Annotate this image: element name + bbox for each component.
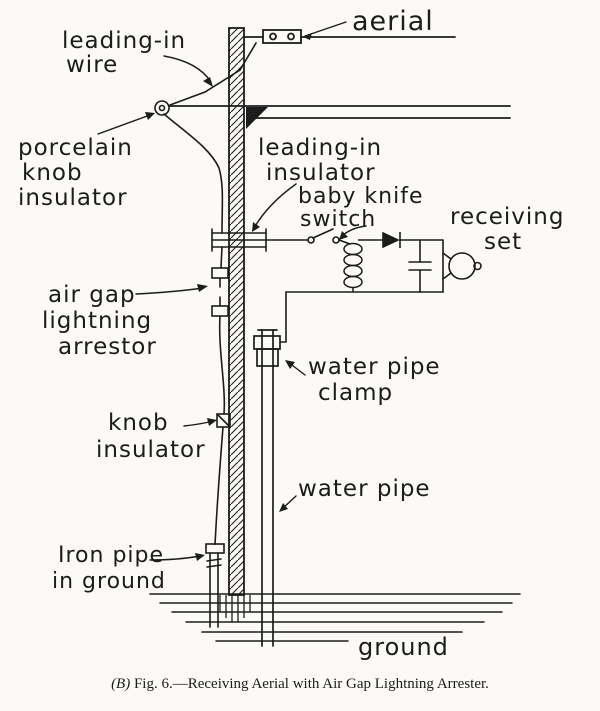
label-leading-in-insulator-2: insulator [266,160,376,186]
ground-return-wire [280,291,444,343]
aerial-wire [243,29,456,44]
label-knob-insulator-1: knob [108,410,169,436]
air-gap-leader-line [135,287,204,295]
aerial-insulator [262,29,302,44]
label-water-pipe: water pipe [298,476,431,502]
mast-wall [228,27,245,596]
leader-lines [97,21,367,561]
label-water-pipe-clamp-2: clamp [318,380,393,406]
ground-hatching [149,593,521,642]
label-porcelain-1: porcelain [18,135,133,161]
water-pipe-clamp-block [253,335,281,350]
water-pipe-group [253,329,281,647]
leading-in-wire-path [163,42,257,234]
label-receiving-set-2: set [484,229,522,255]
eave-bracket [246,107,268,129]
label-water-pipe-clamp-1: water pipe [308,354,441,380]
caption-text: Fig. 6.—Receiving Aerial with Air Gap Li… [133,676,489,692]
label-porcelain-2: knob [22,160,83,186]
label-iron-pipe-1: Iron pipe [58,543,164,568]
label-iron-pipe-2: in ground [52,569,166,594]
label-air-gap-3: arrestor [58,334,157,360]
porcelain-knob-insulator [154,100,170,116]
leading-in-wire-leader-line [163,55,212,83]
label-leading-in-wire-2: wire [66,52,118,78]
crystal-detector [358,231,443,249]
porcelain-leader-line [97,114,151,135]
label-porcelain-3: insulator [18,185,128,211]
leading-in-insulator-leader-line [253,183,297,229]
iron-pipe [205,543,225,628]
figure-caption: (B) Fig. 6.—Receiving Aerial with Air Ga… [0,676,600,693]
knob-insulator-block [214,413,231,546]
tuning-coil [343,242,363,292]
label-leading-in-insulator-1: leading-in [258,135,382,161]
label-receiving-set-1: receiving [450,204,564,230]
label-ground: ground [358,633,449,661]
aerial-leader-line [304,21,347,37]
label-aerial: aerial [352,6,434,37]
water-pipe-coupling [256,348,279,367]
eave-lines [168,105,511,129]
label-baby-knife-2: switch [300,207,376,232]
label-baby-knife-1: baby knife [298,184,424,209]
label-air-gap-2: lightning [42,308,152,334]
air-gap-arrester [211,246,229,415]
phones [442,239,482,293]
caption-label: (B) [111,676,131,692]
capacitor [408,239,432,293]
label-air-gap-1: air gap [48,282,136,308]
leading-in-insulator-tube [211,228,267,252]
label-knob-insulator-2: insulator [96,437,206,463]
footing-hatching [219,595,251,622]
label-leading-in-wire-1: leading-in [62,28,186,54]
